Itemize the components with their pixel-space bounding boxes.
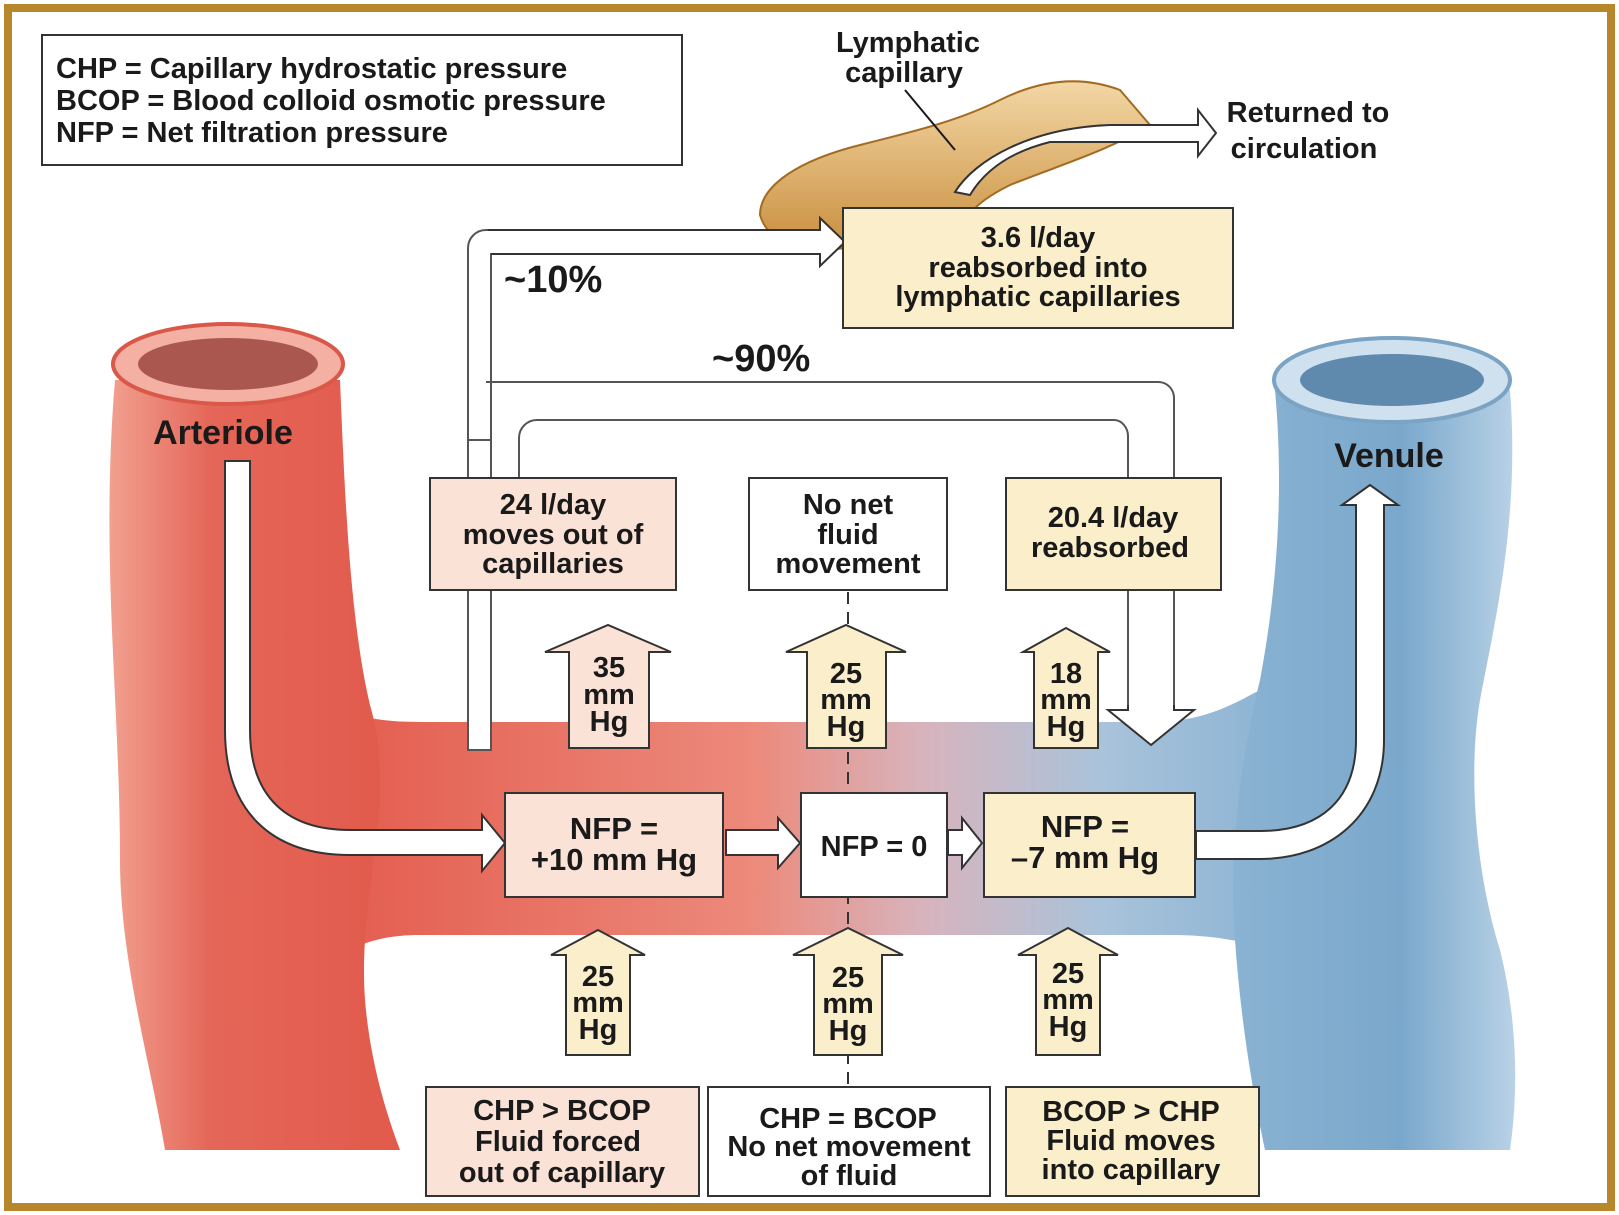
chp-middle-value: 25 [830, 658, 862, 690]
percent-10: ~10% [504, 259, 602, 301]
chp-arrow-middle: 25 mm Hg [785, 623, 907, 749]
nfp-box-left: NFP = +10 mm Hg [504, 792, 724, 898]
bottom-middle-line2: No net movement [727, 1131, 971, 1163]
lymph-box-line2: reabsorbed into [928, 252, 1147, 284]
chp-left-value: 35 [593, 652, 625, 684]
lymph-reabsorb-box: 3.6 l/day reabsorbed into lymphatic capi… [842, 207, 1234, 329]
bottom-left-line1: CHP > BCOP [473, 1095, 651, 1127]
path-90pct-inner [518, 419, 1129, 705]
path-10pct-outer [467, 229, 824, 750]
lymphatic-leader-line [904, 89, 956, 151]
lymph-box-line3: lymphatic capillaries [895, 281, 1180, 313]
chp-right-value: 18 [1050, 658, 1082, 690]
chp-middle-unit2: Hg [827, 711, 866, 743]
mid-flow-arrow-2 [947, 815, 984, 871]
chp-left-unit2: Hg [590, 706, 629, 738]
venule-flow-arrow [1195, 483, 1402, 860]
bottom-box-middle: CHP = BCOP No net movement of fluid [707, 1086, 991, 1197]
bottom-middle-line1: CHP = BCOP [759, 1103, 937, 1135]
bcop-middle-value: 25 [832, 962, 864, 994]
chp-left-unit1: mm [583, 679, 635, 711]
nfp-right-line1: NFP = [1041, 809, 1129, 844]
arrow-into-capillary [1105, 705, 1197, 747]
nfp-left-line2: +10 mm Hg [531, 842, 697, 877]
flow-reabsorbed-line1: 20.4 l/day [1048, 502, 1179, 534]
blood-flow-arrows [224, 460, 1402, 874]
bottom-right-line3: into capillary [1042, 1154, 1221, 1186]
chp-right-unit2: Hg [1047, 711, 1086, 743]
chp-arrow-left: 35 mm Hg [544, 623, 672, 749]
returned-arrow [953, 107, 1218, 197]
flow-out-line2: moves out of [463, 519, 644, 551]
bcop-arrow-middle: 25 mm Hg [792, 926, 904, 1056]
flow-none-line3: movement [775, 548, 920, 580]
bcop-left-unit1: mm [572, 987, 624, 1019]
flow-box-reabsorbed: 20.4 l/day reabsorbed [1005, 477, 1222, 591]
venule-label: Venule [1334, 437, 1444, 475]
legend-nfp: NFP = Net filtration pressure [56, 117, 448, 149]
flow-none-line2: fluid [817, 519, 878, 551]
arteriole-label: Arteriole [153, 414, 293, 452]
flow-reabsorbed-line2: reabsorbed [1031, 532, 1189, 564]
flow-box-out: 24 l/day moves out of capillaries [429, 477, 677, 591]
bottom-left-line3: out of capillary [459, 1157, 665, 1189]
returned-label-1: Returned to [1227, 97, 1390, 129]
bottom-middle-line3: of fluid [801, 1160, 898, 1192]
bottom-right-line2: Fluid moves [1046, 1125, 1215, 1157]
nfp-box-right: NFP = –7 mm Hg [983, 792, 1196, 898]
nfp-box-middle: NFP = 0 [800, 792, 948, 898]
bottom-box-right: BCOP > CHP Fluid moves into capillary [1005, 1086, 1260, 1197]
bcop-middle-unit1: mm [822, 988, 874, 1020]
venule-lumen [1300, 354, 1484, 406]
nfp-middle-line1: NFP = 0 [821, 831, 928, 863]
path-90pct-outer [486, 381, 1175, 705]
bottom-box-left: CHP > BCOP Fluid forced out of capillary [425, 1086, 700, 1197]
bcop-right-value: 25 [1052, 958, 1084, 990]
flow-none-line1: No net [803, 489, 894, 521]
lymphatic-label-1: Lymphatic [836, 27, 980, 59]
arteriole-lumen [138, 338, 318, 390]
legend: CHP = Capillary hydrostatic pressure BCO… [41, 34, 683, 166]
bcop-arrow-left: 25 mm Hg [550, 928, 646, 1056]
flow-box-none: No net fluid movement [748, 477, 948, 591]
nfp-left-line1: NFP = [570, 811, 658, 846]
mid-flow-arrow-1 [725, 815, 802, 871]
legend-bcop: BCOP = Blood colloid osmotic pressure [56, 85, 606, 117]
flow-out-line1: 24 l/day [500, 489, 606, 521]
legend-box [41, 34, 683, 166]
lymphatic-label-2: capillary [845, 57, 963, 89]
bcop-middle-unit2: Hg [829, 1015, 868, 1047]
chp-middle-unit1: mm [820, 684, 872, 716]
legend-chp: CHP = Capillary hydrostatic pressure [56, 53, 567, 85]
bcop-left-unit2: Hg [579, 1014, 618, 1046]
bcop-right-unit1: mm [1042, 984, 1094, 1016]
nfp-right-line2: –7 mm Hg [1011, 840, 1159, 875]
bcop-left-value: 25 [582, 961, 614, 993]
bottom-right-line1: BCOP > CHP [1042, 1096, 1220, 1128]
lymph-box-line1: 3.6 l/day [981, 222, 1095, 254]
bcop-arrow-right: 25 mm Hg [1017, 926, 1119, 1056]
percent-90: ~90% [712, 338, 810, 380]
returned-label-2: circulation [1231, 133, 1378, 165]
bottom-left-line2: Fluid forced [475, 1126, 641, 1158]
chp-arrow-right: 18 mm Hg [1019, 626, 1111, 749]
chp-right-unit1: mm [1040, 684, 1092, 716]
bcop-right-unit2: Hg [1049, 1011, 1088, 1043]
flow-out-line3: capillaries [482, 548, 624, 580]
